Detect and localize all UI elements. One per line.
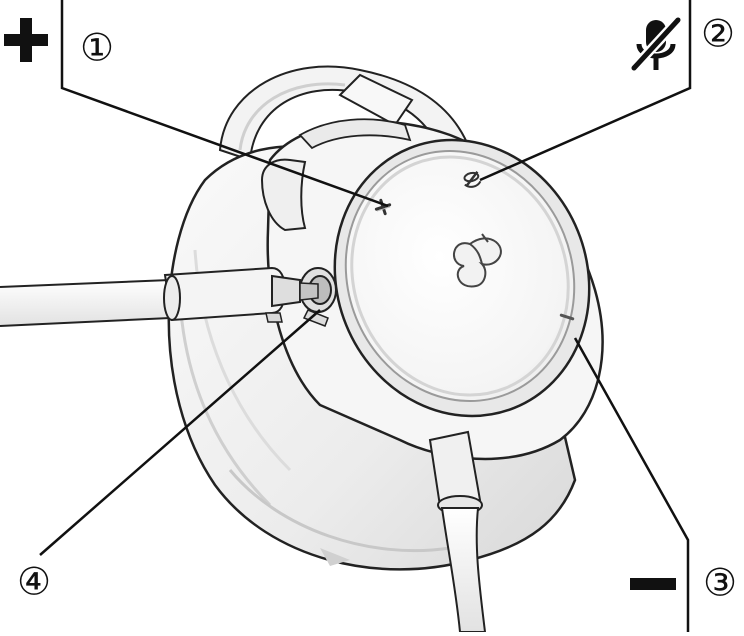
plug-cable — [0, 268, 318, 326]
plus-icon — [4, 18, 48, 62]
callout-3-label: ③ — [703, 561, 737, 605]
minus-icon — [630, 578, 676, 590]
callout-1-label: ① — [80, 26, 114, 70]
callout-2-label: ② — [701, 12, 735, 56]
mic-muted-icon — [632, 18, 680, 70]
callout-4-label: ④ — [17, 560, 51, 604]
